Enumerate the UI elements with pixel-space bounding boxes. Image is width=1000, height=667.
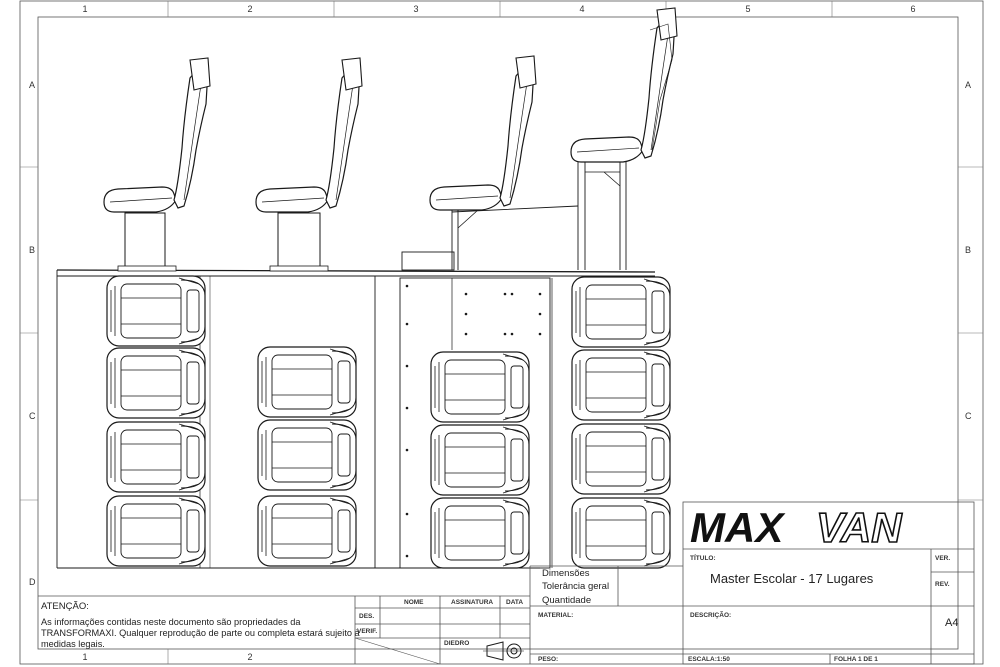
zone-row-c-left: C bbox=[29, 411, 36, 421]
zone-row-a-right: A bbox=[965, 80, 972, 90]
zone-col-4-top: 4 bbox=[579, 4, 585, 14]
zone-col-2-bottom: 2 bbox=[247, 652, 253, 662]
tolerancia-label: Tolerância geral bbox=[542, 581, 610, 592]
side-seat-4 bbox=[570, 7, 678, 270]
quantidade-label: Quantidade bbox=[542, 595, 592, 606]
diedro-label: DIEDRO bbox=[444, 640, 470, 647]
drawing-title: Master Escolar - 17 Lugares bbox=[710, 571, 874, 586]
zone-col-1-bottom: 1 bbox=[82, 652, 88, 662]
first-angle-projection-icon bbox=[483, 641, 524, 661]
side-seat-1 bbox=[103, 57, 211, 272]
col-data: DATA bbox=[506, 599, 524, 606]
outer-frame bbox=[19, 0, 984, 665]
peso-label: PESO: bbox=[538, 656, 559, 663]
material-label: MATERIAL: bbox=[538, 612, 574, 619]
row-des: DES. bbox=[359, 613, 375, 620]
escala-label: ESCALA:1:50 bbox=[688, 656, 730, 663]
logo-van: VAN bbox=[816, 504, 903, 551]
folha-label: FOLHA 1 DE 1 bbox=[834, 656, 878, 663]
descricao-label: DESCRIÇÃO: bbox=[690, 612, 732, 619]
seat-column-1 bbox=[106, 275, 206, 567]
rev-label: REV. bbox=[935, 581, 950, 588]
zone-ticks bbox=[20, 1, 983, 664]
attention-title: ATENÇÃO: bbox=[41, 601, 89, 612]
zone-col-5-top: 5 bbox=[745, 4, 751, 14]
col-nome: NOME bbox=[404, 599, 424, 606]
zone-col-1-top: 1 bbox=[82, 4, 88, 14]
side-seat-3 bbox=[401, 55, 579, 271]
zone-row-a-left: A bbox=[29, 80, 36, 90]
seat-column-3 bbox=[430, 351, 530, 569]
logo-max: MAX bbox=[690, 504, 786, 551]
maxvan-logo: MAX VAN bbox=[690, 503, 904, 552]
rivet-holes bbox=[405, 284, 542, 558]
zone-row-c-right: C bbox=[965, 411, 972, 421]
side-seat-2 bbox=[255, 57, 363, 272]
title-block-lines bbox=[38, 501, 975, 665]
sheet-size: A4 bbox=[945, 617, 959, 629]
row-verif: VERIF. bbox=[357, 628, 378, 635]
ver-label: VER. bbox=[935, 555, 951, 562]
zone-row-d-left: D bbox=[29, 577, 36, 587]
attention-text: As informações contidas neste documento … bbox=[41, 617, 360, 649]
dimensoes-label: Dimensões bbox=[542, 568, 590, 579]
seat-column-2 bbox=[257, 346, 357, 567]
zone-row-b-left: B bbox=[29, 245, 36, 255]
zone-col-2-top: 2 bbox=[247, 4, 253, 14]
zone-row-b-right: B bbox=[965, 245, 972, 255]
zone-col-6-top: 6 bbox=[910, 4, 916, 14]
zone-col-3-top: 3 bbox=[413, 4, 419, 14]
titulo-label: TÍTULO: bbox=[690, 555, 716, 562]
col-assinatura: ASSINATURA bbox=[451, 599, 494, 606]
seat-column-4 bbox=[571, 276, 671, 569]
